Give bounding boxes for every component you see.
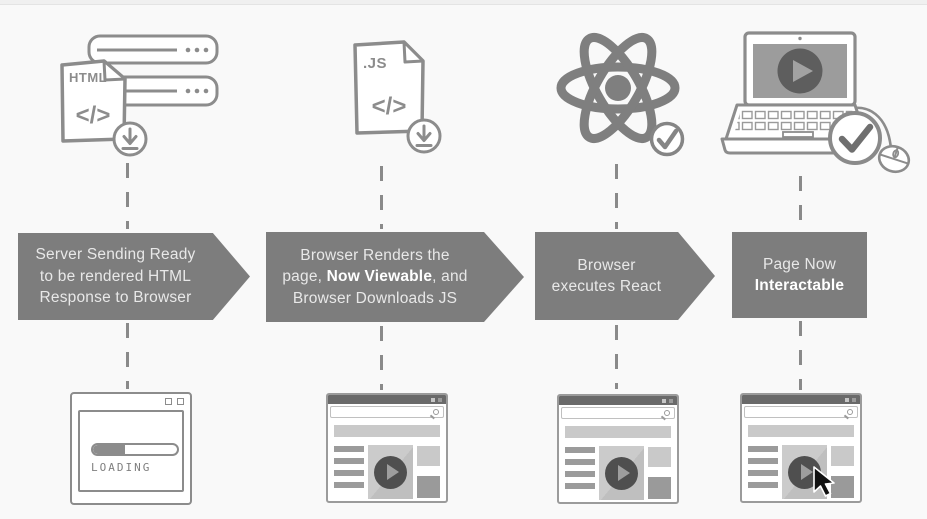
search-icon (847, 409, 853, 415)
code-glyph: </> (76, 102, 111, 129)
browser-window (740, 393, 862, 503)
banner-text: page, (282, 268, 327, 286)
browser-window (326, 393, 448, 503)
banner-step-render-viewable: Browser Renders the page, Now Viewable, … (266, 232, 524, 322)
flow-connector (615, 325, 618, 389)
side-placeholder (831, 445, 854, 499)
progress-bar (91, 443, 179, 456)
code-glyph: </> (372, 93, 407, 120)
window-control-icon (662, 398, 666, 403)
header-placeholder (748, 425, 854, 437)
side-placeholder (648, 446, 671, 500)
flow-connector (380, 166, 383, 229)
progress-bar-fill (93, 445, 125, 454)
search-icon (664, 410, 670, 416)
window-control-icon (669, 398, 673, 403)
download-badge-icon (406, 118, 442, 154)
window-control-icon (852, 397, 856, 402)
play-button-icon (373, 455, 407, 489)
video-placeholder (367, 445, 414, 499)
address-bar (561, 407, 675, 419)
banner-step-server-response: Server Sending Ready to be rendered HTML… (18, 233, 250, 320)
text-placeholder (748, 445, 778, 499)
browser-viewport: LOADING (78, 410, 184, 492)
js-file-icon: .JS </> (353, 40, 425, 135)
html-file-label: HTML (69, 70, 107, 85)
address-bar (744, 406, 858, 418)
page-content (328, 420, 446, 499)
banner-line: to be rendered HTML (39, 267, 192, 285)
check-badge-icon (649, 121, 685, 157)
banner-line: Response to Browser (39, 289, 192, 307)
browser-titlebar (742, 395, 860, 404)
banner-text: , and (432, 268, 468, 286)
search-icon (433, 409, 439, 415)
header-placeholder (334, 425, 440, 437)
banner-line: Server Sending Ready (35, 246, 196, 264)
mouse-icon (877, 144, 911, 174)
window-control-icon (431, 397, 435, 402)
flow-connector (799, 176, 802, 229)
header-placeholder (565, 426, 671, 438)
play-button-icon (604, 456, 638, 490)
video-placeholder (598, 446, 645, 500)
top-strip (0, 0, 927, 5)
cursor-icon (813, 466, 835, 497)
text-placeholder (334, 445, 364, 499)
react-logo-icon (556, 33, 680, 143)
text-placeholder (565, 446, 595, 500)
browser-titlebar (559, 396, 677, 405)
banner-text-bold: Interactable (754, 277, 845, 294)
page-content (559, 421, 677, 500)
page-content (742, 420, 860, 499)
browser-titlebar (328, 395, 446, 404)
banner-line: Browser (577, 256, 636, 274)
banner-line: Browser Renders the (300, 246, 450, 264)
window-control-icon (177, 398, 184, 405)
flow-connector (799, 321, 802, 390)
download-badge-icon (112, 121, 148, 157)
banner-step-execute-react: Browser executes React (535, 232, 715, 320)
flow-connector (126, 323, 129, 389)
banner-step-interactable: Page Now Interactable (732, 232, 867, 318)
window-control-icon (845, 397, 849, 402)
window-control-icon (165, 398, 172, 405)
flow-connector (615, 164, 618, 229)
banner-line: Browser Downloads JS (292, 289, 458, 307)
window-control-icon (438, 397, 442, 402)
banner-line: Interactable (755, 275, 844, 296)
address-bar (330, 406, 444, 418)
loading-label: LOADING (91, 461, 152, 474)
play-button-icon (777, 48, 823, 94)
side-placeholder (417, 445, 440, 499)
check-badge-icon (828, 111, 882, 165)
js-file-label: .JS (363, 55, 387, 72)
banner-line: page, Now Viewable, and (282, 266, 467, 287)
banner-line: executes React (551, 278, 662, 295)
flow-connector (380, 326, 383, 390)
loading-browser-window: LOADING (70, 392, 192, 505)
html-file-icon: HTML </> (60, 59, 127, 143)
browser-window (557, 394, 679, 504)
keyboard-keys (735, 109, 858, 131)
banner-text-bold: Now Viewable (326, 268, 433, 286)
banner-line: Page Now (762, 255, 837, 273)
flow-connector (126, 163, 129, 229)
